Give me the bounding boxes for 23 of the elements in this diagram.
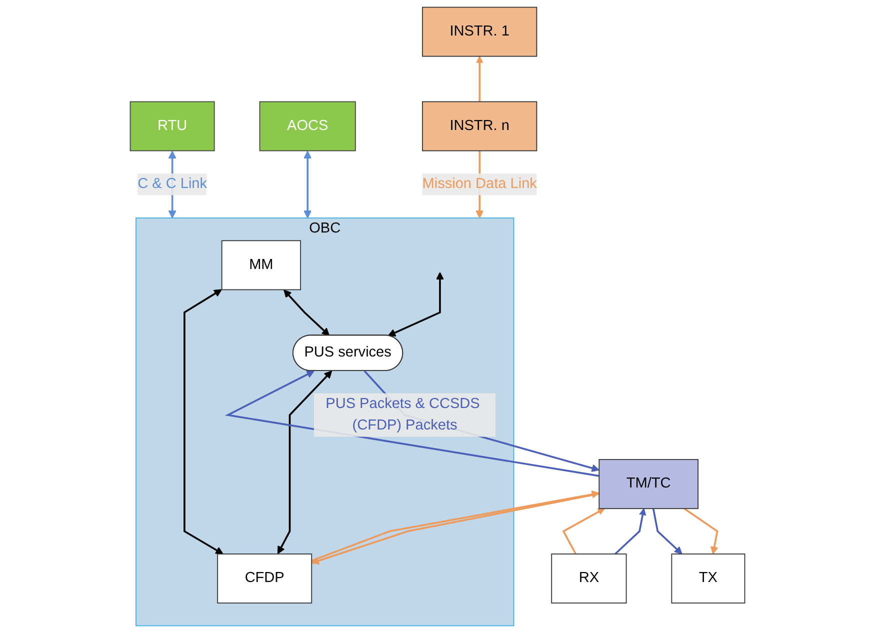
arrow [388, 272, 444, 336]
node-box [259, 101, 356, 152]
node-box [422, 6, 538, 57]
edge-label: PUS Packets & CCSDS (CFDP) Packets [326, 396, 480, 434]
arrow [562, 508, 605, 554]
arrow [614, 508, 646, 555]
edge-label: C & C Link [138, 176, 208, 192]
node-box [217, 554, 312, 604]
arrow [652, 508, 682, 554]
node-box [221, 240, 301, 290]
node-box [551, 554, 627, 604]
node-box [130, 101, 215, 152]
arrow [304, 150, 312, 218]
arrow [184, 289, 224, 554]
node-box [598, 459, 698, 510]
cluster [136, 218, 514, 626]
arrow [684, 508, 718, 554]
arrow [284, 290, 330, 336]
edge-label: Mission Data Link [422, 176, 537, 192]
node-box [422, 101, 538, 152]
arrow [277, 370, 332, 554]
node-box [671, 554, 746, 604]
arrow [476, 56, 484, 102]
